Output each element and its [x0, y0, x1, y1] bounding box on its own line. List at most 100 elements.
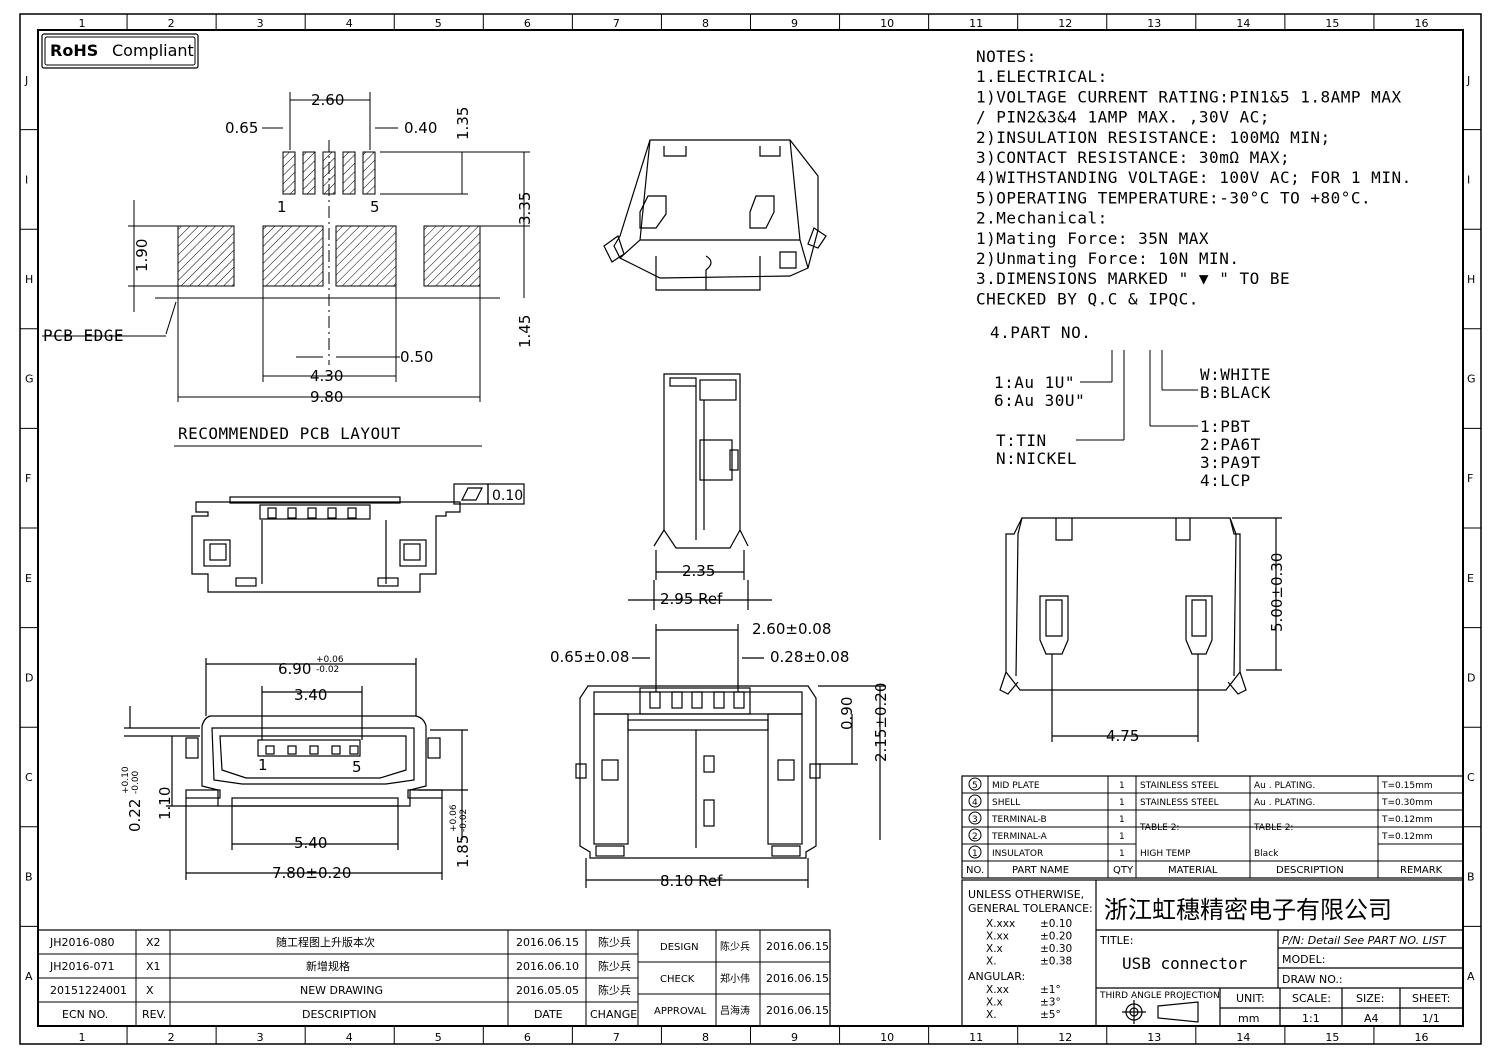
bom-description: Black [1254, 849, 1279, 859]
dim-pad-width: 0.65 [225, 119, 258, 137]
zone-bottom-11: 11 [969, 1031, 983, 1044]
bom-no-2: 2 [972, 832, 978, 842]
zone-left-A: A [25, 970, 33, 983]
connector-top-view [999, 517, 1282, 742]
approval-date: 2016.06.15 [766, 940, 829, 953]
zone-top-5: 5 [435, 17, 442, 30]
dim-shell-width-tol-minus: -0.02 [316, 665, 339, 675]
zone-top-7: 7 [613, 17, 620, 30]
note-line-1: 1.ELECTRICAL: [976, 67, 1108, 86]
dim-back-ref: 8.10 Ref [660, 872, 723, 890]
tol-value: ±0.10 [1040, 918, 1072, 930]
zone-top-12: 12 [1058, 17, 1072, 30]
bom-part-name: INSULATOR [992, 849, 1043, 859]
dim-flange-tol-plus: +0.10 [121, 766, 131, 794]
pcb-anchor-pad-2 [262, 225, 324, 287]
bom-part-name: MID PLATE [992, 781, 1040, 791]
bom-description: TABLE 2: [1253, 823, 1293, 833]
note-line-12: CHECKED BY Q.C & IPQC. [976, 289, 1199, 308]
title-block [961, 879, 1464, 1027]
scale-label: SCALE: [1292, 992, 1331, 1005]
part-no-title: 4.PART NO. [990, 323, 1091, 342]
bom-description: Au . PLATING. [1254, 798, 1315, 808]
note-line-8: 2.Mechanical: [976, 209, 1108, 228]
size-label: SIZE: [1356, 992, 1384, 1005]
tolerance-title-2: GENERAL TOLERANCE: [968, 902, 1093, 915]
revision-cell-0-1: X2 [146, 936, 161, 949]
bom-qty: 1 [1119, 849, 1125, 859]
zone-bottom-13: 13 [1147, 1031, 1161, 1044]
pcb-anchor-pad-1 [177, 225, 235, 287]
bom-part-name: TERMINAL-A [991, 832, 1048, 842]
revision-cell-2-3: 2016.05.05 [516, 984, 579, 997]
ang-value: ±3° [1040, 997, 1061, 1009]
connector-isometric-view [603, 139, 827, 291]
zone-bottom-16: 16 [1414, 1031, 1428, 1044]
dim-shell-width: 6.90 [278, 660, 311, 678]
notes-block: NOTES:1.ELECTRICAL: 1)VOLTAGE CURRENT RA… [976, 47, 1411, 308]
tolerance-title-1: UNLESS OTHERWISE, [968, 888, 1084, 901]
revision-cell-1-1: X1 [146, 960, 161, 973]
note-line-10: 2)Unmating Force: 10N MIN. [976, 249, 1239, 268]
plating-1: 1:Au 1U" [994, 373, 1075, 392]
bom-material: HIGH TEMP [1140, 849, 1191, 859]
approval-role: CHECK [660, 974, 695, 985]
dim-inner-span: 4.30 [310, 367, 343, 385]
revision-cell-0-3: 2016.06.15 [516, 936, 579, 949]
bom-remark: T=0.12mm [1381, 832, 1433, 842]
zone-top-6: 6 [524, 17, 531, 30]
pcb-layout-caption: RECOMMENDED PCB LAYOUT [178, 424, 401, 443]
bom-header-3: MATERIAL [1168, 865, 1218, 876]
zone-bottom-10: 10 [880, 1031, 894, 1044]
tol-value: ±0.38 [1040, 956, 1072, 968]
dim-pad-length: 1.35 [454, 107, 472, 140]
base-nickel: N:NICKEL [996, 449, 1077, 468]
flatness-value: 0.10 [492, 488, 523, 504]
front-view-labels: 6.90 +0.06 -0.02 3.40 5.40 7.80±0.20 0.2… [121, 655, 472, 882]
note-line-3: / PIN2&3&4 1AMP MAX. ,30V AC; [976, 108, 1270, 127]
ang-key: X.xx [986, 984, 1009, 996]
pcb-layout-view [42, 92, 530, 447]
dim-back-pin-width: 0.65±0.08 [550, 648, 629, 666]
dim-back-pin-gap: 0.28±0.08 [770, 648, 849, 666]
bom-qty: 1 [1119, 832, 1125, 842]
scale-value: 1:1 [1302, 1012, 1320, 1025]
zone-right-I: I [1467, 173, 1470, 186]
zone-top-15: 15 [1325, 17, 1339, 30]
dim-anchor-height: 1.90 [133, 239, 151, 272]
zone-left-F: F [25, 472, 31, 485]
zone-left-C: C [25, 771, 33, 784]
dim-shell-height: 1.85 [454, 835, 472, 868]
unit-label: UNIT: [1236, 992, 1265, 1005]
color-white: W:WHITE [1200, 365, 1271, 384]
note-line-7: 5)OPERATING TEMPERATURE:-30°C TO +80°C. [976, 188, 1371, 207]
base-tin: T:TIN [996, 431, 1047, 450]
company-name: 浙江虹穗精密电子有限公司 [1104, 896, 1392, 924]
badge-rest: Compliant [112, 41, 194, 60]
badge-bold: RoHS [50, 41, 98, 60]
zone-top-8: 8 [702, 17, 709, 30]
dim-back-height: 2.15±0.20 [872, 683, 890, 762]
zone-right-C: C [1467, 771, 1475, 784]
approval-role: APPROVAL [654, 1006, 707, 1017]
pcb-anchor-pad-4 [423, 225, 481, 287]
tol-value: ±0.30 [1040, 943, 1072, 955]
zone-bottom-8: 8 [702, 1031, 709, 1044]
front-pin-5: 5 [352, 758, 362, 776]
bom-no-5: 5 [972, 781, 978, 791]
revision-header-1: REV. [142, 1008, 166, 1021]
revision-cell-2-4: 陈少兵 [598, 983, 631, 997]
dim-pad-to-edge: 3.35 [516, 192, 534, 225]
zone-top-13: 13 [1147, 17, 1161, 30]
dim-flange-thickness: 0.22 [126, 799, 144, 832]
pcb-pad-2 [302, 151, 316, 195]
pcb-pin-1: 1 [277, 198, 287, 216]
pcb-anchor-pad-3 [335, 225, 397, 287]
tolerance-block: UNLESS OTHERWISE,GENERAL TOLERANCE:X.xxx… [968, 888, 1093, 1021]
bom-no-3: 3 [972, 815, 978, 825]
dim-flange-height: 1.10 [156, 787, 174, 820]
bom-part-name: TERMINAL-B [991, 815, 1047, 825]
revision-header-3: DATE [534, 1008, 563, 1021]
sheet-label: SHEET: [1412, 992, 1450, 1005]
